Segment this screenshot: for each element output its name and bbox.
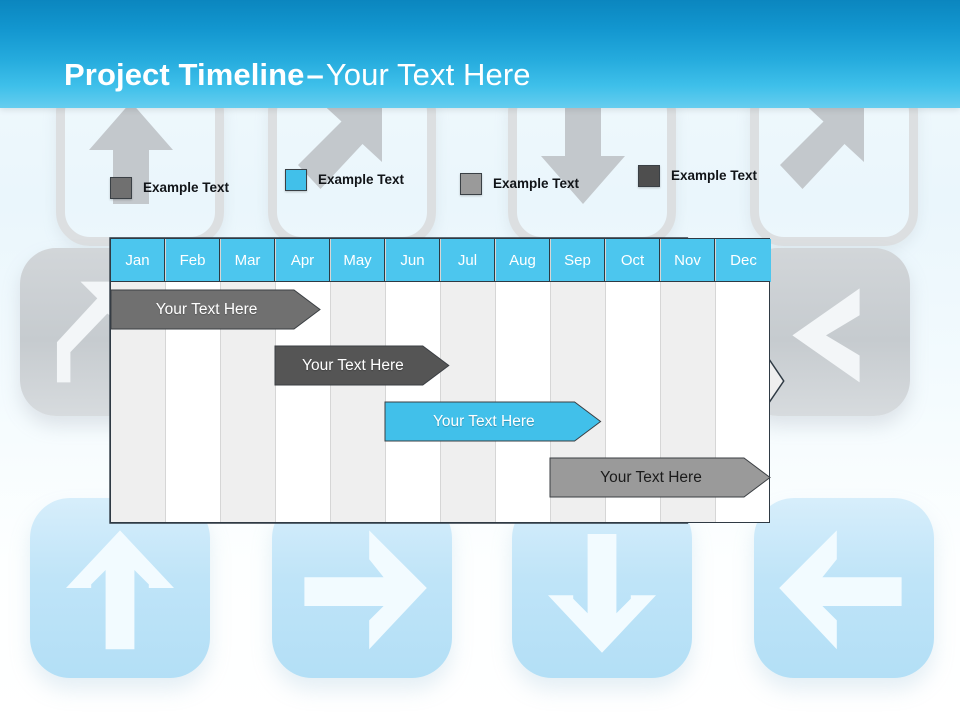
month-header-may[interactable]: May	[331, 239, 385, 282]
month-header-mar[interactable]: Mar	[221, 239, 275, 282]
color-swatch-icon	[110, 177, 132, 199]
task-bar[interactable]: Your Text Here	[384, 401, 602, 442]
title-banner: Project Timeline–Your Text Here	[0, 0, 960, 108]
watermark-tile-down-arrow	[512, 498, 692, 678]
month-header-apr[interactable]: Apr	[276, 239, 330, 282]
month-column-jul: Jul	[441, 239, 496, 522]
month-column-jun: Jun	[386, 239, 441, 522]
task-bar[interactable]: Your Text Here	[274, 345, 450, 386]
task-bar-shape	[384, 401, 602, 442]
task-bar-label: Your Text Here	[432, 413, 535, 430]
legend-item-label: Example Text	[143, 180, 230, 195]
month-header-jun[interactable]: Jun	[386, 239, 440, 282]
month-column-jan: Jan	[111, 239, 166, 522]
month-column-oct: Oct	[606, 239, 661, 522]
color-swatch-icon	[638, 165, 660, 187]
month-header-feb[interactable]: Feb	[166, 239, 220, 282]
task-bar-shape	[110, 289, 321, 330]
month-header-jan[interactable]: Jan	[111, 239, 165, 282]
month-header-sep[interactable]: Sep	[551, 239, 605, 282]
month-header-oct[interactable]: Oct	[606, 239, 660, 282]
month-column-dec: Dec	[716, 239, 771, 522]
up-arrow-icon	[66, 530, 174, 650]
title-dash: –	[306, 57, 324, 92]
watermark-tile-up-arrow	[30, 498, 210, 678]
month-column-aug: Aug	[496, 239, 551, 522]
task-bar-shape	[549, 457, 771, 498]
legend-item-label: Example Text	[671, 168, 758, 183]
down-arrow-icon	[548, 534, 656, 653]
month-column-feb: Feb	[166, 239, 221, 522]
page-title: Project Timeline–Your Text Here	[64, 59, 531, 90]
month-header-nov[interactable]: Nov	[661, 239, 715, 282]
task-bar-shape	[274, 345, 450, 386]
color-swatch-icon	[285, 169, 307, 191]
down-arrow-icon	[541, 102, 625, 204]
month-header-dec[interactable]: Dec	[716, 239, 771, 282]
task-bar-label: Your Text Here	[155, 301, 258, 318]
legend-item-label: Example Text	[493, 176, 580, 191]
header-rule	[110, 281, 770, 282]
color-swatch-icon	[460, 173, 482, 195]
left-arrow-icon	[779, 530, 902, 650]
month-column-mar: Mar	[221, 239, 276, 522]
diagonal-arrow-icon	[298, 105, 382, 189]
task-bar[interactable]: Your Text Here	[549, 457, 771, 498]
left-arrow-icon	[56, 281, 125, 383]
month-header-jul[interactable]: Jul	[441, 239, 495, 282]
task-bar-label: Your Text Here	[302, 357, 404, 374]
task-bar[interactable]: Your Text Here	[110, 289, 321, 330]
diagonal-arrow-icon	[780, 105, 864, 189]
title-strong: Project Timeline	[64, 57, 305, 92]
left-arrow-icon	[792, 288, 860, 383]
title-light: Your Text Here	[325, 57, 531, 92]
month-header-aug[interactable]: Aug	[496, 239, 550, 282]
legend-item-label: Example Text	[318, 172, 405, 187]
watermark-tile-right-arrow	[272, 498, 452, 678]
up-arrow-icon	[89, 102, 173, 204]
task-bar-label: Your Text Here	[600, 469, 702, 486]
watermark-tile-left-arrow	[754, 498, 934, 678]
right-arrow-icon	[304, 530, 427, 650]
